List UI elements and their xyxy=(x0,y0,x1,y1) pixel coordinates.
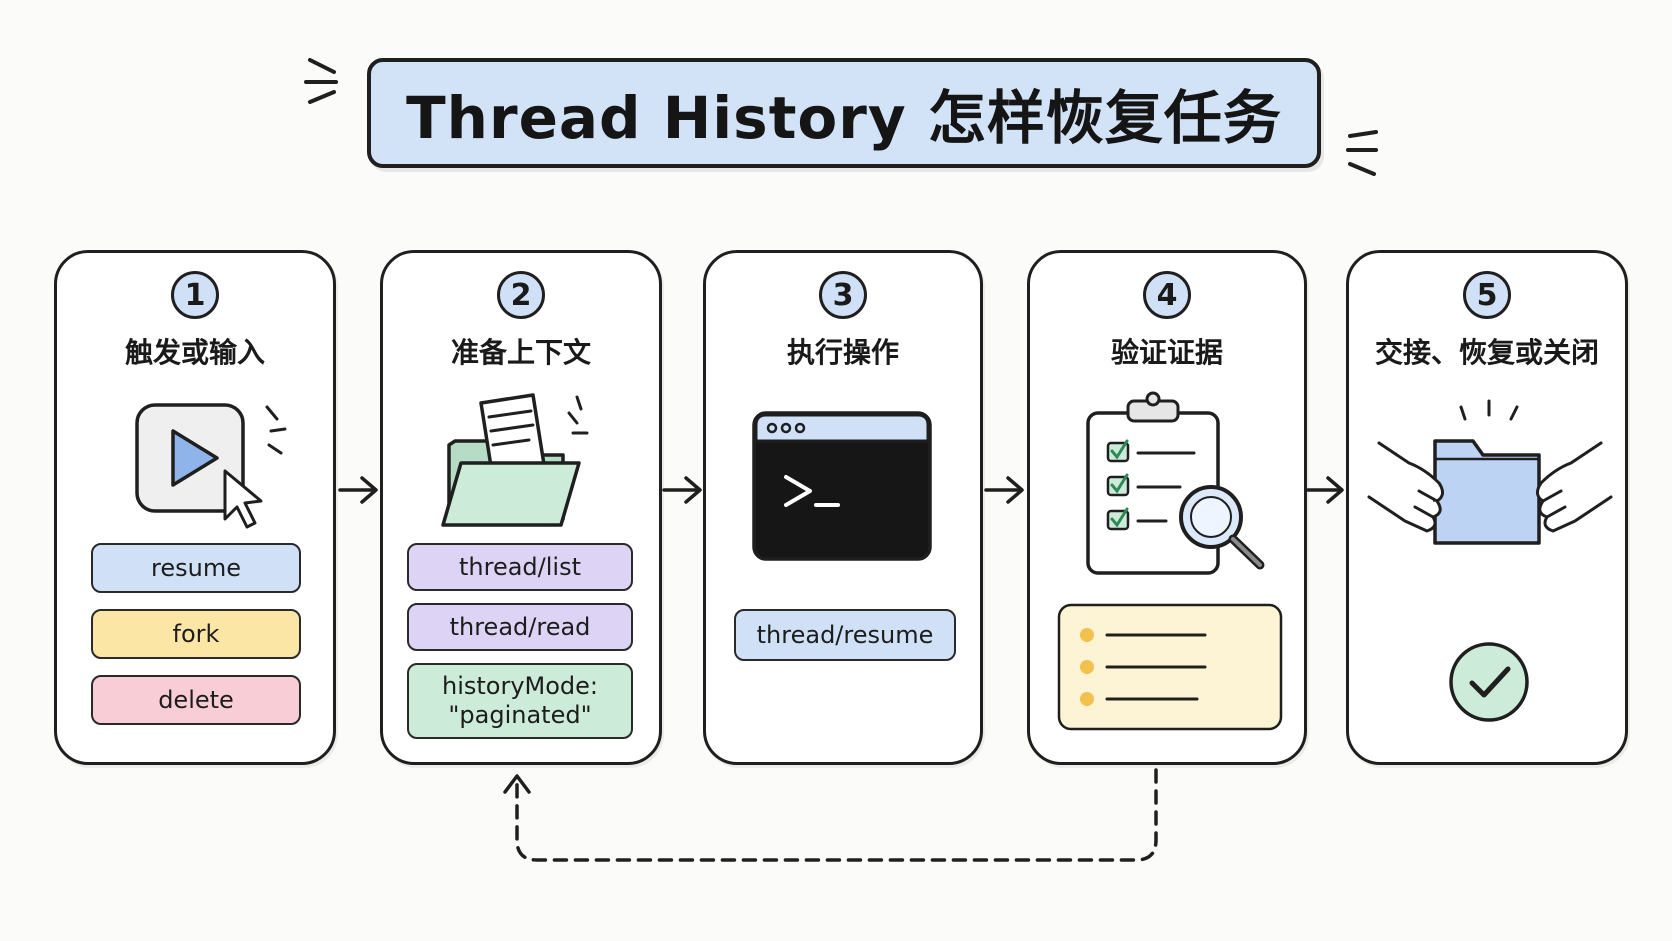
step-card-1: 1 触发或输入 resume fork delete xyxy=(54,250,336,765)
step-number: 4 xyxy=(1143,271,1191,319)
evidence-list-icon xyxy=(1057,603,1283,731)
step-card-3: 3 执行操作 thread/resume xyxy=(703,250,983,765)
sparkle-left-icon xyxy=(304,58,338,104)
pill-history-mode: historyMode: "paginated" xyxy=(407,663,633,739)
arrow-2-to-3 xyxy=(662,476,702,504)
step-card-2: 2 准备上下文 thread/list thread/read historyM… xyxy=(380,250,662,765)
pill-resume: resume xyxy=(91,543,301,593)
feedback-loop-arrow xyxy=(503,768,1158,862)
sparkle-right-icon xyxy=(1346,130,1378,176)
pill-delete: delete xyxy=(91,675,301,725)
play-button-with-cursor-icon xyxy=(135,403,287,529)
step-card-4: 4 验证证据 xyxy=(1027,250,1307,765)
pill-fork: fork xyxy=(91,609,301,659)
check-circle-icon xyxy=(1449,642,1529,722)
pill-thread-list: thread/list xyxy=(407,543,633,591)
page-title: Thread History 怎样恢复任务 xyxy=(406,84,1282,152)
terminal-window-icon xyxy=(752,411,932,561)
step-card-5: 5 交接、恢复或关闭 xyxy=(1346,250,1628,765)
arrow-4-to-5 xyxy=(1306,476,1344,504)
arrow-1-to-2 xyxy=(338,476,378,504)
title-banner: Thread History 怎样恢复任务 xyxy=(367,58,1321,168)
step-title: 执行操作 xyxy=(786,336,899,369)
step-title: 触发或输入 xyxy=(124,336,265,369)
checklist-clipboard-magnifier-icon xyxy=(1086,391,1265,575)
step-number: 2 xyxy=(497,271,545,319)
step-number: 3 xyxy=(819,271,867,319)
pill-thread-read: thread/read xyxy=(407,603,633,651)
step-title: 准备上下文 xyxy=(450,336,591,369)
step-title: 验证证据 xyxy=(1110,336,1223,369)
folder-with-document-icon xyxy=(441,393,589,527)
step-title: 交接、恢复或关闭 xyxy=(1374,336,1599,369)
handoff-folder-icon xyxy=(1367,399,1613,545)
step-number: 1 xyxy=(171,271,219,319)
arrow-3-to-4 xyxy=(984,476,1024,504)
pill-thread-resume: thread/resume xyxy=(734,609,956,661)
step-number: 5 xyxy=(1463,271,1511,319)
